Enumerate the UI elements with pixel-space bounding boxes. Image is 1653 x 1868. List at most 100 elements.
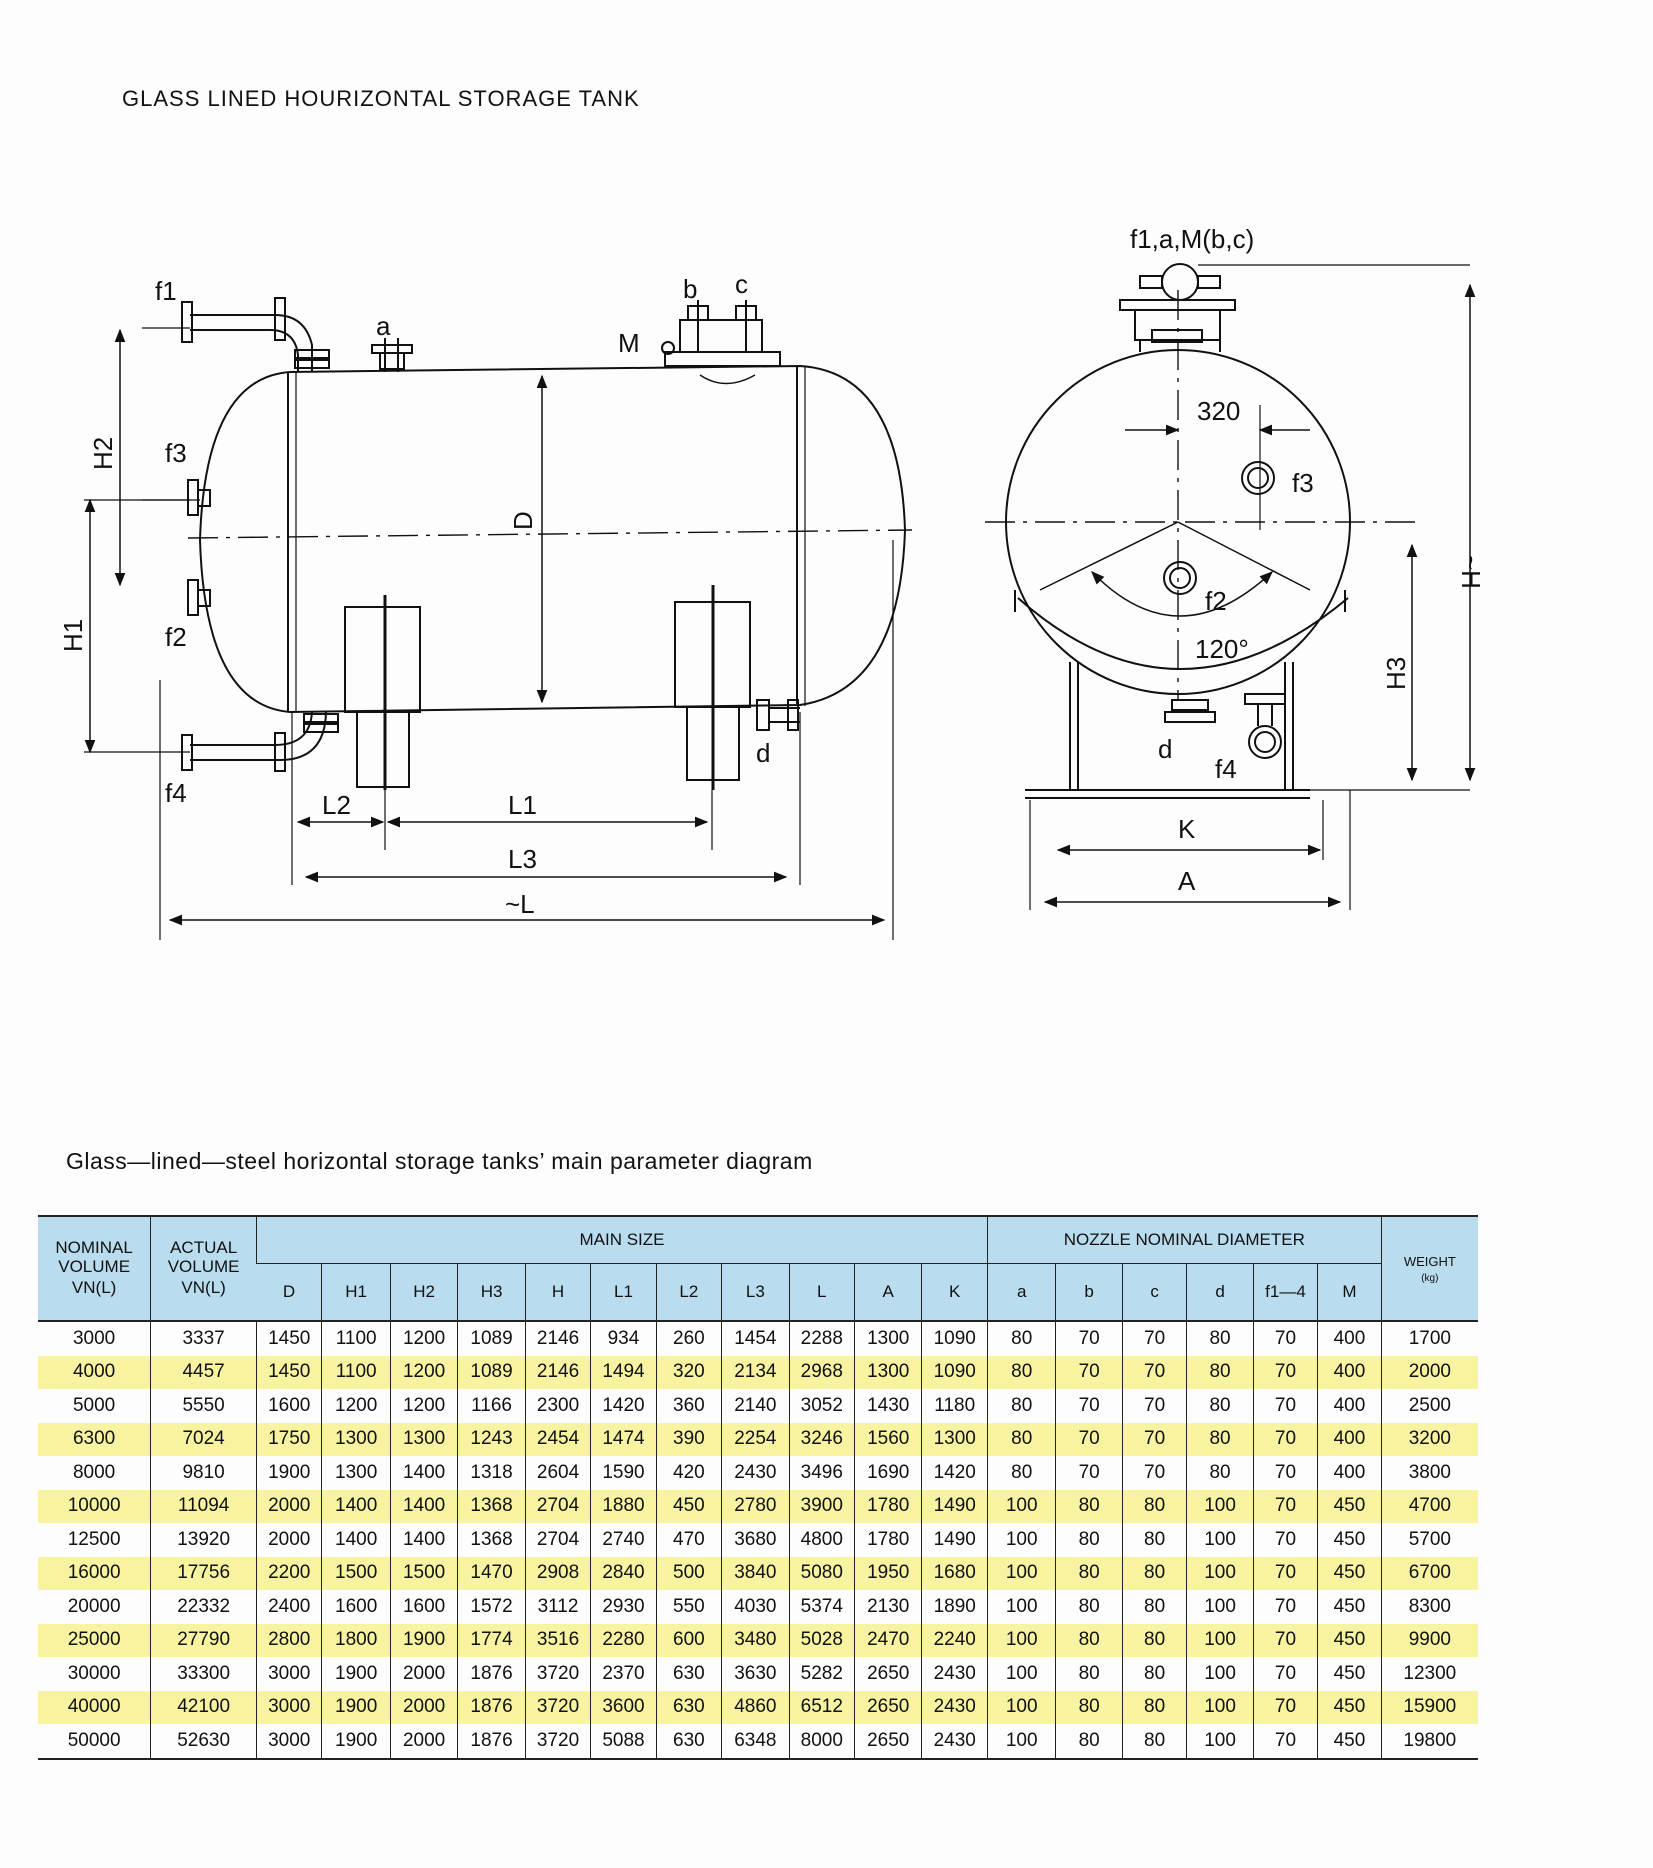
table-cell: 1780: [853, 1489, 922, 1523]
table-cell: 100: [986, 1489, 1056, 1523]
table-cell: 4860: [721, 1690, 790, 1724]
table-cell: 2650: [853, 1724, 922, 1759]
table-cell: 70: [1252, 1456, 1318, 1490]
table-cell: 80: [986, 1355, 1056, 1389]
label-L: ~L: [505, 889, 535, 919]
table-cell: 20000: [67, 1595, 121, 1617]
table-cell: 80: [1186, 1321, 1254, 1356]
table-cell: 2240: [921, 1623, 988, 1657]
label-L3: L3: [508, 844, 537, 874]
table-cell: 70: [1121, 1389, 1187, 1423]
table-cell: 70: [1252, 1724, 1318, 1759]
table-cell: 70: [1252, 1556, 1318, 1590]
table-cell: 1400: [389, 1523, 458, 1557]
table-cell: 80: [1186, 1456, 1254, 1490]
table-cell: 100: [986, 1657, 1056, 1691]
column-header: b: [1055, 1263, 1123, 1321]
table-cell: 3720: [524, 1657, 591, 1691]
table-cell: 80: [1055, 1556, 1123, 1590]
table-cell: 100: [1186, 1556, 1254, 1590]
table-cell: 100: [1186, 1690, 1254, 1724]
table-cell: 5374: [788, 1590, 855, 1624]
table-cell: 2650: [853, 1657, 922, 1691]
label-f3-end: f3: [1292, 468, 1314, 498]
table-cell: 2000: [1380, 1355, 1478, 1389]
table-cell: 5550: [150, 1389, 257, 1423]
column-header: f1—4: [1252, 1263, 1318, 1321]
table-cell: 3200: [1380, 1422, 1478, 1456]
table-cell: 50000: [67, 1729, 121, 1751]
table-cell: 390: [655, 1422, 722, 1456]
table-cell: 2254: [721, 1422, 790, 1456]
table-cell: 1368: [457, 1489, 526, 1523]
table-cell: 8000: [72, 1461, 116, 1483]
label-angle: 120°: [1195, 634, 1249, 664]
label-K: K: [1178, 814, 1196, 844]
column-header: A: [853, 1263, 922, 1321]
label-d: d: [756, 738, 770, 768]
table-cell: 1560: [853, 1422, 922, 1456]
label-b: b: [683, 274, 697, 304]
table-cell: 630: [655, 1724, 722, 1759]
table-cell: 1876: [457, 1657, 526, 1691]
table-cell: 3720: [524, 1690, 591, 1724]
table-cell: 8300: [1380, 1590, 1478, 1624]
table-cell: 3000: [72, 1327, 116, 1349]
table-cell: 1090: [921, 1355, 988, 1389]
table-cell: 470: [655, 1523, 722, 1557]
table-cell: 5000: [72, 1394, 116, 1416]
table-cell: 2200: [255, 1556, 322, 1590]
table-cell: 400: [1317, 1389, 1382, 1423]
header-weight: WEIGHT (kg): [1380, 1216, 1478, 1321]
table-cell: 400: [1317, 1355, 1382, 1389]
table-cell: 80: [1186, 1355, 1254, 1389]
table-cell: 630: [655, 1690, 722, 1724]
tank-drawing: f1 a b c M f3 f2 f4 d D H2 H1 L2 L1 L3 ~…: [58, 224, 1486, 940]
table-cell: 2704: [524, 1523, 591, 1557]
table-cell: 1200: [389, 1355, 458, 1389]
table-cell: 80: [1186, 1389, 1254, 1423]
table-cell: 70: [1252, 1657, 1318, 1691]
column-header: H: [524, 1263, 591, 1321]
table-cell: 6700: [1380, 1556, 1478, 1590]
table-cell: 27790: [150, 1623, 257, 1657]
table-cell: 2000: [389, 1657, 458, 1691]
table-cell: 1180: [921, 1389, 988, 1423]
table-cell: 1900: [321, 1657, 391, 1691]
label-H3: H3: [1381, 657, 1411, 690]
end-view: f1,a,M(b,c) 320 f3 f2 120° d f4 K A ~H H…: [985, 224, 1486, 910]
table-cell: 2370: [590, 1657, 657, 1691]
saddle-left: [344, 606, 421, 713]
parameter-table: NOMINAL VOLUME VN(L) ACTUAL VOLUME VN(L)…: [38, 1215, 1478, 1760]
table-cell: 2400: [255, 1590, 322, 1624]
table-cell: 80: [1055, 1489, 1123, 1523]
table-cell: 5700: [1380, 1523, 1478, 1557]
table-cell: 1300: [321, 1456, 391, 1490]
table-cell: 100: [1186, 1724, 1254, 1759]
table-cell: 1950: [853, 1556, 922, 1590]
table-cell: 100: [986, 1724, 1056, 1759]
table-cell: 100: [986, 1556, 1056, 1590]
column-header: c: [1121, 1263, 1187, 1321]
table-cell: 2780: [721, 1489, 790, 1523]
header-main-size: MAIN SIZE: [255, 1216, 988, 1264]
table-cell: 2968: [788, 1355, 855, 1389]
label-f1: f1: [155, 276, 177, 306]
table-cell: 80: [1121, 1657, 1187, 1691]
table-cell: 3337: [150, 1321, 257, 1356]
table-cell: 7024: [150, 1422, 257, 1456]
table-cell: 3496: [788, 1456, 855, 1490]
tank-shell: [198, 364, 907, 714]
table-cell: 80: [1121, 1690, 1187, 1724]
table-cell: 1200: [321, 1389, 391, 1423]
table-cell: 1300: [321, 1422, 391, 1456]
table-cell: 80: [1121, 1489, 1187, 1523]
table-cell: 400: [1317, 1422, 1382, 1456]
table-cell: 100: [986, 1690, 1056, 1724]
table-cell: 934: [590, 1321, 657, 1356]
table-cell: 2604: [524, 1456, 591, 1490]
